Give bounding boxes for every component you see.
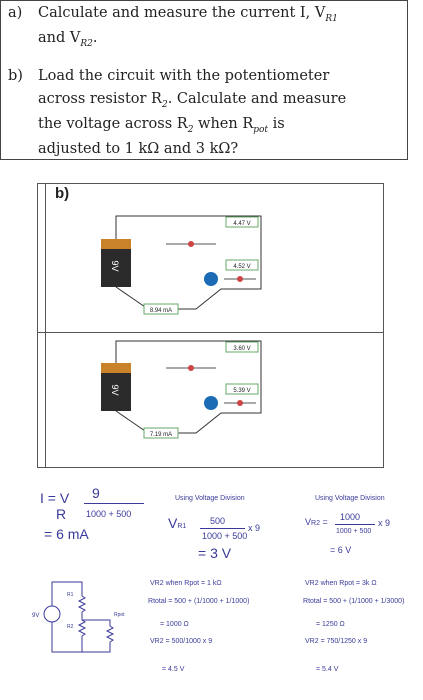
question-a-line2-end: . bbox=[92, 30, 98, 46]
note-vr2-result-1: = 4.5 V bbox=[162, 666, 185, 673]
note-vr2-when-2: VR2 when Rpot = 3k Ω bbox=[305, 580, 377, 587]
source-label: 9V bbox=[32, 613, 39, 619]
voltmeter-bottom-reading: 5.39 V bbox=[233, 388, 250, 394]
question-b: b) Load the circuit with the potentiomete… bbox=[8, 65, 346, 161]
question-a-line2: and V bbox=[38, 30, 81, 46]
ammeter bbox=[143, 303, 179, 315]
table-label: b) bbox=[55, 185, 70, 202]
ammeter bbox=[143, 427, 179, 439]
note-rtotal-result-1: = 1000 Ω bbox=[160, 621, 189, 628]
table-divider-vertical bbox=[45, 183, 47, 468]
question-a-label: a) bbox=[8, 5, 23, 21]
voltmeter-top-reading: 4.47 V bbox=[233, 221, 250, 227]
note-r-label: R bbox=[56, 506, 67, 522]
question-b-line4: adjusted to 1 kΩ and 3 kΩ? bbox=[38, 141, 239, 157]
battery-label: 9V bbox=[110, 260, 120, 271]
question-b-label: b) bbox=[8, 68, 23, 84]
question-a-sub2: R2 bbox=[80, 39, 93, 49]
r2-label: R2 bbox=[67, 624, 74, 630]
question-b-line3-sub2: pot bbox=[253, 125, 269, 135]
resistor-pot-sketch bbox=[105, 625, 115, 643]
note-vr1-den: 1000 + 500 bbox=[202, 531, 248, 541]
resistor-band-2 bbox=[237, 276, 243, 282]
note-vr2-when-1: VR2 when Rpot = 1 kΩ bbox=[150, 580, 222, 587]
voltmeter-top-reading: 3.60 V bbox=[233, 346, 250, 352]
resistor-band-2 bbox=[237, 400, 243, 406]
note-vr2-result-2: = 5.4 V bbox=[316, 666, 339, 673]
resistor-band bbox=[188, 365, 194, 371]
note-vr2-mult: x 9 bbox=[378, 518, 391, 528]
note-vr2-2: VR2 = 750/1250 x 9 bbox=[305, 638, 368, 645]
potentiometer bbox=[204, 272, 218, 286]
sketch-wire-top bbox=[51, 581, 83, 606]
question-a-line1: Calculate and measure the current I, V bbox=[38, 5, 326, 21]
voltmeter-top bbox=[225, 341, 259, 353]
sketch-wire-bottom bbox=[51, 622, 82, 653]
question-b-line3a: the voltage across R bbox=[38, 116, 188, 132]
battery-cap bbox=[101, 363, 131, 373]
question-b-line3-sub: 2 bbox=[187, 125, 194, 135]
table-divider-horizontal bbox=[37, 332, 384, 334]
note-frac-den: 1000 + 500 bbox=[86, 509, 132, 519]
note-vr2-den: 1000 + 500 bbox=[336, 528, 372, 535]
note-rtotal-2: Rtotal = 500 + (1/1000 + 1/3000) bbox=[303, 598, 405, 605]
resistor-r2-sketch bbox=[77, 619, 87, 637]
question-box bbox=[0, 0, 408, 160]
note-vr1-bar bbox=[200, 528, 245, 529]
note-vr2-num: 1000 bbox=[340, 512, 361, 522]
note-frac-bar bbox=[84, 503, 144, 504]
note-vr1-mult: x 9 bbox=[248, 523, 261, 533]
note-vr2: VR2 = bbox=[305, 517, 328, 527]
note-rtotal-result-2: = 1250 Ω bbox=[316, 621, 345, 628]
note-vd-head-1: Using Voltage Division bbox=[175, 495, 245, 502]
note-vr1-num: 500 bbox=[210, 516, 226, 526]
note-vr2-bar bbox=[335, 524, 375, 525]
voltmeter-bottom-reading: 4.52 V bbox=[233, 264, 250, 270]
question-b-line2-sub: 2 bbox=[161, 100, 168, 110]
note-vr2-result: = 6 V bbox=[330, 545, 352, 555]
rpot-label: Rpot bbox=[114, 612, 125, 618]
note-frac-num: 9 bbox=[92, 485, 100, 501]
battery-cap bbox=[101, 239, 131, 249]
voltmeter-bottom bbox=[225, 259, 259, 271]
circuit-sketch: 9V R1 R2 Rpot bbox=[32, 581, 125, 653]
circuit-panel-2: 9V 3.60 V 5.39 V 7.19 mA bbox=[101, 340, 262, 439]
battery-label: 9V bbox=[110, 384, 120, 395]
question-b-line2b: . Calculate and measure bbox=[167, 91, 347, 107]
resistor-band bbox=[188, 241, 194, 247]
note-vr1-result: = 3 V bbox=[198, 545, 232, 561]
question-a: a) Calculate and measure the current I, V… bbox=[8, 2, 338, 52]
ammeter-reading: 7.19 mA bbox=[150, 432, 172, 438]
question-b-line3b: when R bbox=[193, 116, 254, 132]
note-vr2-1: VR2 = 500/1000 x 9 bbox=[150, 638, 213, 645]
note-vd-head-2: Using Voltage Division bbox=[315, 495, 385, 502]
voltmeter-bottom bbox=[225, 383, 259, 395]
question-b-line3c: is bbox=[268, 116, 285, 132]
source-symbol bbox=[43, 605, 61, 623]
voltmeter-top bbox=[225, 216, 259, 228]
note-vr1: VR1 bbox=[168, 515, 187, 531]
r1-label: R1 bbox=[67, 592, 74, 598]
question-b-line2a: across resistor R bbox=[38, 91, 162, 107]
note-ohm-law: I = V bbox=[40, 490, 70, 506]
potentiometer bbox=[204, 396, 218, 410]
sketch-wire-pot-bottom bbox=[81, 636, 111, 653]
circuit-table bbox=[37, 183, 384, 468]
note-current-result: = 6 mA bbox=[44, 526, 89, 542]
question-a-sub1: R1 bbox=[325, 14, 338, 24]
sketch-wire-pot-top bbox=[82, 619, 111, 626]
resistor-r1-sketch bbox=[77, 595, 87, 613]
ammeter-reading: 8.94 mA bbox=[150, 308, 172, 314]
circuit-panel-1: 9V 4.47 V 4.52 V 8.94 mA bbox=[101, 215, 262, 315]
question-b-line1: Load the circuit with the potentiometer bbox=[38, 68, 330, 84]
note-rtotal-1: Rtotal = 500 + (1/1000 + 1/1000) bbox=[148, 598, 250, 605]
